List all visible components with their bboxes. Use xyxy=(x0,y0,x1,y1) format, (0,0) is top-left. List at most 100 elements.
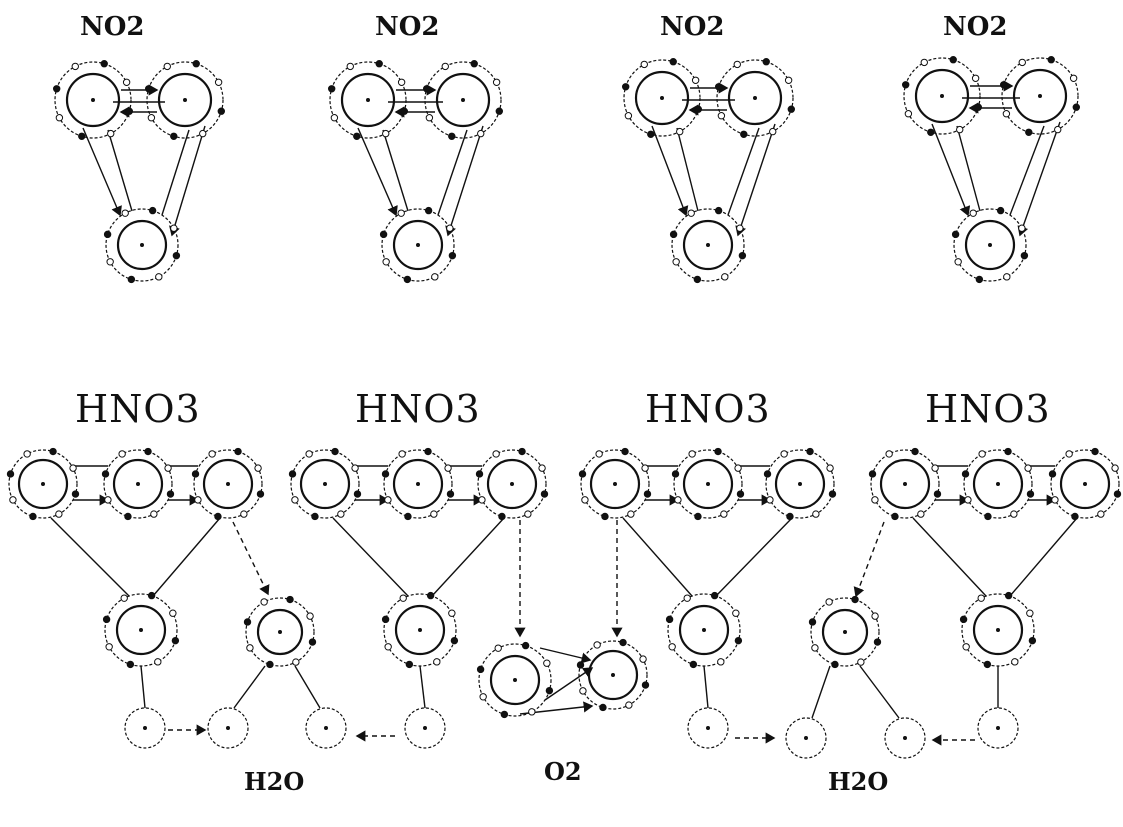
oxygen-atom-electron xyxy=(107,129,115,138)
oxygen-atom xyxy=(327,59,409,141)
hydrogen-atom-nucleus xyxy=(226,726,230,730)
oxygen-atom-outer-shell xyxy=(290,449,360,519)
oxygen-atom-electron xyxy=(962,643,970,651)
hydrogen-atom-outer-shell xyxy=(785,717,827,759)
oxygen-atom-electron xyxy=(217,107,226,115)
no2-label-2: NO2 xyxy=(375,12,440,42)
oxygen-atom-nucleus xyxy=(996,628,1000,632)
nitrogen-atom xyxy=(961,447,1035,521)
oxygen-atom-outer-shell xyxy=(54,61,132,139)
oxygen-atom xyxy=(621,57,703,139)
oxygen-atom-electron xyxy=(71,62,79,71)
oxygen-atom-electron xyxy=(1065,450,1073,458)
oxygen-atom-electron xyxy=(492,78,501,86)
oxygen-atom-electron xyxy=(901,81,910,89)
oxygen-atom-electron xyxy=(69,464,77,472)
oxygen-atom-outer-shell xyxy=(383,593,457,667)
hydrogen-atom-outer-shell xyxy=(884,717,926,759)
oxygen-atom-electron xyxy=(147,591,156,600)
oxygen-atom-electron xyxy=(305,450,313,458)
nitrogen-atom-electron xyxy=(124,512,132,521)
oxygen-atom-electron xyxy=(55,510,63,518)
nitrogen-atom-electron xyxy=(446,224,454,232)
oxygen-atom-electron xyxy=(579,687,587,695)
oxygen-atom-electron xyxy=(125,107,134,115)
nitrogen-atom-nucleus xyxy=(416,482,420,486)
bond-line xyxy=(233,665,266,709)
oxygen-atom-nucleus xyxy=(903,482,907,486)
bond-line xyxy=(651,125,689,217)
oxygen-atom-outer-shell xyxy=(623,59,701,137)
nitrogen-atom-electron xyxy=(144,447,152,456)
nitrogen-atom-electron xyxy=(1020,251,1029,260)
nitrogen-atom-electron xyxy=(379,230,388,239)
nitrogen-atom-electron xyxy=(106,258,114,266)
oxygen-atom-inner-shell xyxy=(589,458,641,510)
bond-line xyxy=(1017,121,1061,237)
oxygen-atom-inner-shell xyxy=(489,654,541,706)
oxygen-atom-electron xyxy=(311,512,319,521)
oxygen-atom-electron xyxy=(521,641,530,650)
oxygen-atom-inner-shell xyxy=(821,608,869,656)
oxygen-atom-electron xyxy=(971,74,980,82)
oxygen-atom-nucleus xyxy=(1083,482,1087,486)
oxygen-atom-electron xyxy=(1069,74,1078,82)
oxygen-atom-electron xyxy=(52,85,61,93)
oxygen-atom-electron xyxy=(691,76,700,84)
nitrogen-atom-electron xyxy=(104,496,112,504)
h2o-label-2: H2O xyxy=(828,767,889,796)
oxygen-atom-electron xyxy=(811,644,819,652)
oxygen-atom-electron xyxy=(538,464,546,472)
oxygen-atom-nucleus xyxy=(611,673,615,677)
oxygen-atom-inner-shell xyxy=(115,604,167,656)
hydrogen-atom-outer-shell xyxy=(687,707,729,749)
oxygen-atom-electron xyxy=(974,103,983,111)
oxygen-atom-outer-shell xyxy=(716,59,794,137)
nitrogen-atom-outer-shell xyxy=(673,449,743,519)
nitrogen-atom-inner-shell xyxy=(392,219,444,271)
hydrogen-atom-nucleus xyxy=(706,726,710,730)
nitrogen-atom-inner-shell xyxy=(112,458,164,510)
oxygen-atom-electron xyxy=(983,660,992,669)
oxygen-atom-electron xyxy=(734,636,743,645)
oxygen-atom-electron xyxy=(1071,512,1079,521)
oxygen-atom-outer-shell xyxy=(146,61,224,139)
oxygen-atom-electron xyxy=(714,83,723,91)
o2-label: O2 xyxy=(544,757,582,786)
oxygen-atom-inner-shell xyxy=(634,70,690,126)
oxygen-atom-electron xyxy=(689,660,698,669)
oxygen-atom-inner-shell xyxy=(299,458,351,510)
oxygen-atom-outer-shell xyxy=(104,593,178,667)
no2-label-1: NO2 xyxy=(80,12,145,42)
oxygen-atom-nucleus xyxy=(940,94,944,98)
nitrogen-atom-electron xyxy=(734,464,742,472)
oxygen-atom-inner-shell xyxy=(17,458,69,510)
oxygen-atom-outer-shell xyxy=(903,57,981,135)
nitrogen-atom-electron xyxy=(430,510,438,518)
bond-line xyxy=(544,667,594,701)
oxygen-atom xyxy=(381,591,459,669)
nitrogen-atom xyxy=(381,447,455,521)
oxygen-atom-electron xyxy=(641,464,649,472)
oxygen-atom-electron xyxy=(399,594,407,602)
oxygen-atom-electron xyxy=(337,510,345,518)
oxygen-atom-electron xyxy=(1054,125,1062,134)
oxygen-atom xyxy=(6,447,80,521)
oxygen-atom-electron xyxy=(29,512,37,521)
nitrogen-atom-electron xyxy=(398,450,406,458)
nitrogen-atom-electron xyxy=(424,206,433,215)
oxygen-atom xyxy=(475,447,549,521)
hydrogen-atom xyxy=(124,707,166,749)
oxygen-atom-electron xyxy=(669,57,677,66)
bond-line xyxy=(956,125,981,212)
oxygen-atom-electron xyxy=(448,609,456,617)
oxygen-atom-electron xyxy=(885,450,893,458)
nitrogen-atom-electron xyxy=(964,496,972,504)
nitrogen-atom-electron xyxy=(1010,510,1018,518)
hydrogen-atom-outer-shell xyxy=(124,707,166,749)
nitrogen-atom-electron xyxy=(688,450,696,458)
oxygen-atom-electron xyxy=(740,130,748,139)
oxygen-atom-electron xyxy=(306,612,314,620)
oxygen-atom-electron xyxy=(917,510,925,518)
hydrogen-atom xyxy=(404,707,446,749)
